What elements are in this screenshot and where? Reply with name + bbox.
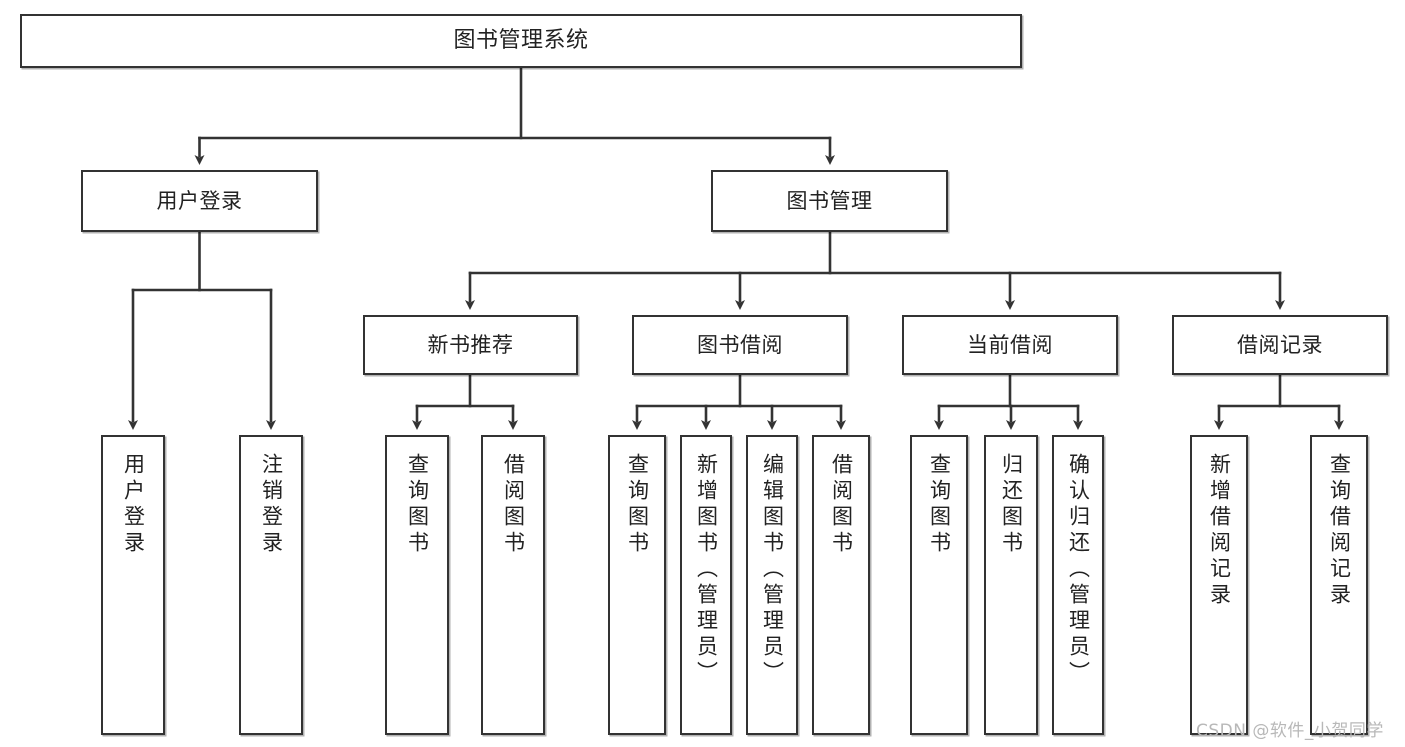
leaf-query-borrow-record[interactable]: 查询借阅记录 bbox=[1310, 435, 1368, 735]
node-label: 新增图书（管理员） bbox=[694, 453, 719, 687]
leaf-query-books-borrow[interactable]: 查询图书 bbox=[608, 435, 666, 735]
node-current-borrow[interactable]: 当前借阅 bbox=[902, 315, 1118, 375]
node-label: 归还图书 bbox=[999, 453, 1024, 557]
node-label: 借阅图书 bbox=[501, 453, 526, 557]
leaf-borrow-books-recommend[interactable]: 借阅图书 bbox=[481, 435, 545, 735]
node-book-management[interactable]: 图书管理 bbox=[711, 170, 948, 232]
node-label: 图书管理 bbox=[786, 188, 873, 213]
leaf-query-books-recommend[interactable]: 查询图书 bbox=[385, 435, 449, 735]
leaf-user-login[interactable]: 用户登录 bbox=[101, 435, 165, 735]
node-label: 图书管理系统 bbox=[453, 28, 589, 54]
node-label: 借阅记录 bbox=[1237, 332, 1323, 357]
leaf-add-borrow-record[interactable]: 新增借阅记录 bbox=[1190, 435, 1248, 735]
node-label: 用户登录 bbox=[156, 188, 243, 213]
leaf-edit-book-admin[interactable]: 编辑图书（管理员） bbox=[746, 435, 798, 735]
node-label: 查询图书 bbox=[625, 453, 650, 557]
node-label: 编辑图书（管理员） bbox=[760, 453, 785, 687]
node-label: 图书借阅 bbox=[697, 332, 783, 357]
node-borrow-records[interactable]: 借阅记录 bbox=[1172, 315, 1388, 375]
node-label: 注销登录 bbox=[259, 453, 284, 557]
leaf-logout[interactable]: 注销登录 bbox=[239, 435, 303, 735]
node-root[interactable]: 图书管理系统 bbox=[20, 14, 1022, 68]
node-label: 新书推荐 bbox=[427, 332, 514, 357]
node-label: 借阅图书 bbox=[829, 453, 854, 557]
node-book-borrow[interactable]: 图书借阅 bbox=[632, 315, 848, 375]
node-label: 查询图书 bbox=[405, 453, 430, 557]
leaf-borrow-books[interactable]: 借阅图书 bbox=[812, 435, 870, 735]
csdn-watermark: CSDN @软件_小贺同学 bbox=[1196, 721, 1384, 741]
node-label: 查询图书 bbox=[927, 453, 952, 557]
node-new-book-recommend[interactable]: 新书推荐 bbox=[363, 315, 578, 375]
node-label: 当前借阅 bbox=[967, 332, 1053, 357]
leaf-return-books[interactable]: 归还图书 bbox=[984, 435, 1038, 735]
leaf-confirm-return-admin[interactable]: 确认归还（管理员） bbox=[1052, 435, 1104, 735]
node-label: 确认归还（管理员） bbox=[1066, 453, 1091, 687]
node-label: 查询借阅记录 bbox=[1327, 453, 1352, 609]
leaf-add-book-admin[interactable]: 新增图书（管理员） bbox=[680, 435, 732, 735]
node-label: 用户登录 bbox=[121, 453, 146, 557]
node-label: 新增借阅记录 bbox=[1207, 453, 1232, 609]
leaf-query-books-current[interactable]: 查询图书 bbox=[910, 435, 968, 735]
node-user-login[interactable]: 用户登录 bbox=[81, 170, 318, 232]
